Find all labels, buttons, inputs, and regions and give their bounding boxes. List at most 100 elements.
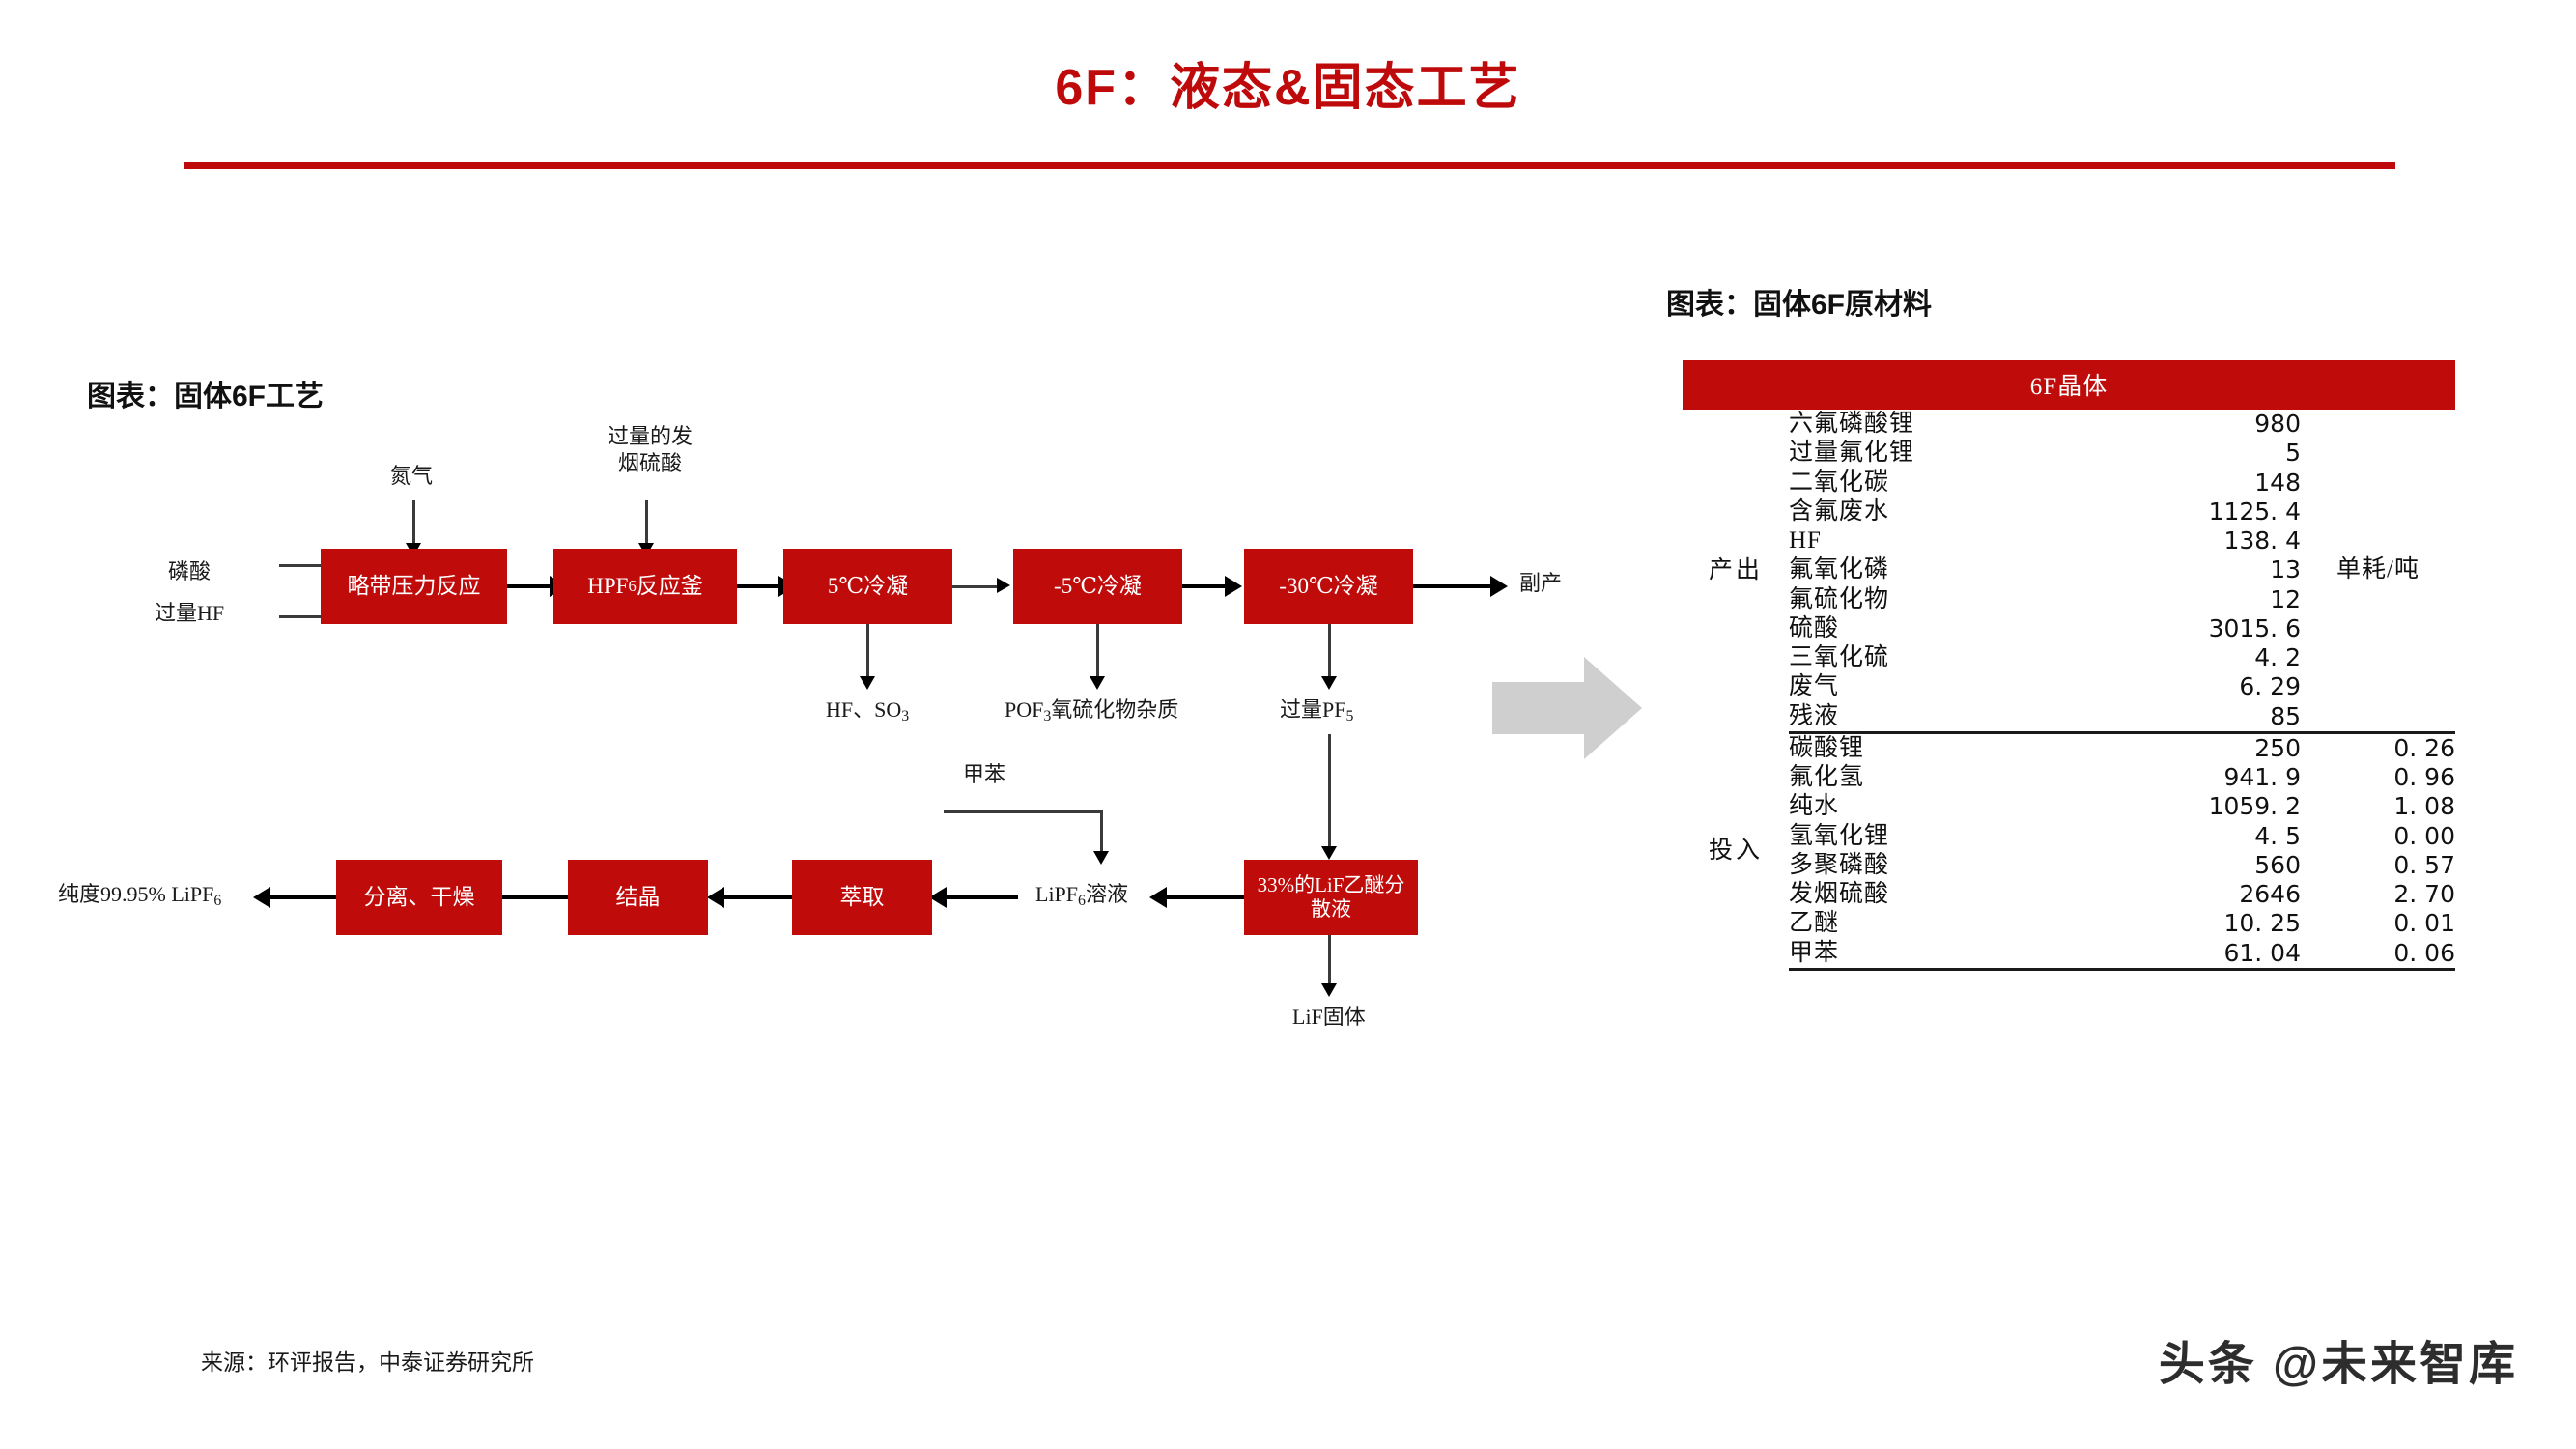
flow-label-excess-pf5: 过量PF5: [1280, 697, 1354, 725]
table-cell-value: 1125. 4: [2208, 497, 2301, 526]
table-cell-item: 废气: [1789, 673, 1840, 700]
flow-label-pof3: POF3氧硫化物杂质: [1005, 697, 1179, 725]
flow-label-nitrogen: 氮气: [390, 464, 434, 488]
table-cell-item: 氟氧化磷: [1789, 556, 1890, 583]
table-unit-note: 单耗/吨: [2336, 556, 2420, 583]
conn-n3-n4: [952, 585, 1003, 588]
conn-n5-byproduct: [1413, 584, 1494, 588]
node-condense-5c[interactable]: 5℃冷凝: [783, 549, 952, 624]
table-cell-unit: 1. 08: [2393, 792, 2455, 821]
flow-label-phosphoric-acid: 磷酸: [168, 559, 212, 583]
table-cell-value: 250: [2254, 733, 2301, 762]
node-crystallization[interactable]: 结晶: [568, 860, 708, 935]
flow-label-hf-so3: HF、SO3: [826, 697, 910, 725]
page-title: 6F：液态&固态工艺: [1055, 60, 1521, 116]
arrow-toluene-down: [1093, 851, 1109, 865]
node-condense-minus30c[interactable]: -30℃冷凝: [1244, 549, 1413, 624]
table-cell-item: 多聚磷酸: [1789, 851, 1890, 878]
bracket-bottom: [279, 615, 353, 618]
table-cell-value: 12: [2270, 584, 2301, 613]
table-cell-value: 13: [2270, 555, 2301, 584]
table-cell-item: 氟化氢: [1789, 764, 1865, 790]
table-cell-item: 残液: [1789, 701, 2079, 734]
drop-line-n4: [1096, 624, 1099, 680]
flow-label-byproduct: 副产: [1519, 571, 1563, 595]
right-chart-caption: 图表：固体6F原材料: [1666, 289, 1933, 321]
table-cell-item: 氟硫化物: [1789, 585, 1890, 612]
bracket-top: [279, 564, 353, 567]
flow-label-fuming-sulfuric-acid: 过量的发 烟硫酸: [587, 423, 713, 476]
table-cell-item: 纯水: [1789, 793, 1840, 820]
header-divider: [184, 162, 2395, 169]
table-cell-value: 2646: [2239, 880, 2301, 908]
node-lif-ether-dispersion[interactable]: 33%的LiF乙醚分散液: [1244, 860, 1418, 935]
conn-n4-n5: [1182, 584, 1229, 588]
arrow-pf5-to-n6: [1321, 846, 1337, 860]
arrow-to-extract: [929, 887, 947, 908]
table-cell-unit: [2301, 643, 2455, 672]
line-pf5-to-n6: [1328, 734, 1331, 850]
fuming-acid-line: [645, 500, 648, 547]
table-cell-item: 发烟硫酸: [1789, 881, 1890, 907]
node-lif-ether-dispersion-label: 33%的LiF乙醚分散液: [1257, 872, 1405, 921]
table-header-title: 6F晶体: [1683, 360, 2455, 410]
arrow-n3-n4: [997, 578, 1010, 593]
source-note: 来源：环评报告，中泰证券研究所: [201, 1350, 534, 1375]
table-cell-unit: 0. 00: [2393, 821, 2455, 850]
arrow-drop-n3: [860, 676, 875, 690]
table-cell-unit: 0. 26: [2393, 733, 2455, 762]
table-cell-unit: [2301, 614, 2455, 643]
node-extraction[interactable]: 萃取: [792, 860, 932, 935]
table-cell-item: 乙醚: [1789, 910, 1840, 937]
table-cell-item: 六氟磷酸锂: [1789, 411, 1915, 437]
table-cell-value: 85: [2079, 701, 2301, 734]
table-cell-unit: [2301, 469, 2455, 497]
conn-cryst-dry: [500, 895, 568, 899]
table-cell-unit: 0. 01: [2393, 909, 2455, 938]
flow-label-lipf6-solution: LiPF6溶液: [1035, 882, 1128, 910]
arrow-drop-n5: [1321, 676, 1337, 690]
table-cell-value: 148: [2254, 468, 2301, 497]
conn-dry-product: [269, 895, 336, 899]
table-cell-value: 138. 4: [2223, 526, 2301, 554]
nitrogen-line: [412, 500, 415, 547]
fuming-acid-line1: 过量的发: [607, 424, 693, 448]
table-cell-value: 980: [2254, 410, 2301, 438]
table-row: 废气 6. 29: [1683, 672, 2455, 701]
drop-line-lif: [1328, 935, 1331, 987]
table-group-label: 投入: [1708, 837, 1763, 864]
table-cell-item: 三氧化硫: [1789, 644, 1890, 670]
conn-extract-cryst: [722, 895, 792, 899]
table-cell-unit: [2301, 672, 2455, 701]
table-cell-value: 61. 04: [2079, 938, 2301, 971]
table-cell-value: 6. 29: [2239, 672, 2301, 701]
table-cell-unit: 0. 57: [2393, 850, 2455, 879]
table-cell-value: 5: [2285, 439, 2301, 468]
node-separate-dry[interactable]: 分离、干燥: [336, 860, 502, 935]
transition-arrow-icon: [1492, 655, 1642, 761]
table-cell-item: 氢氧化锂: [1789, 822, 1890, 849]
flow-label-toluene: 甲苯: [963, 762, 1006, 786]
toluene-horiz: [944, 810, 1103, 813]
flow-label-excess-hf: 过量HF: [155, 601, 225, 625]
table-cell-unit: [2301, 439, 2455, 468]
node-pressure-reaction[interactable]: 略带压力反应: [321, 549, 507, 624]
node-condense-minus5c[interactable]: -5℃冷凝: [1013, 549, 1182, 624]
table-cell-unit: 0. 96: [2393, 763, 2455, 791]
